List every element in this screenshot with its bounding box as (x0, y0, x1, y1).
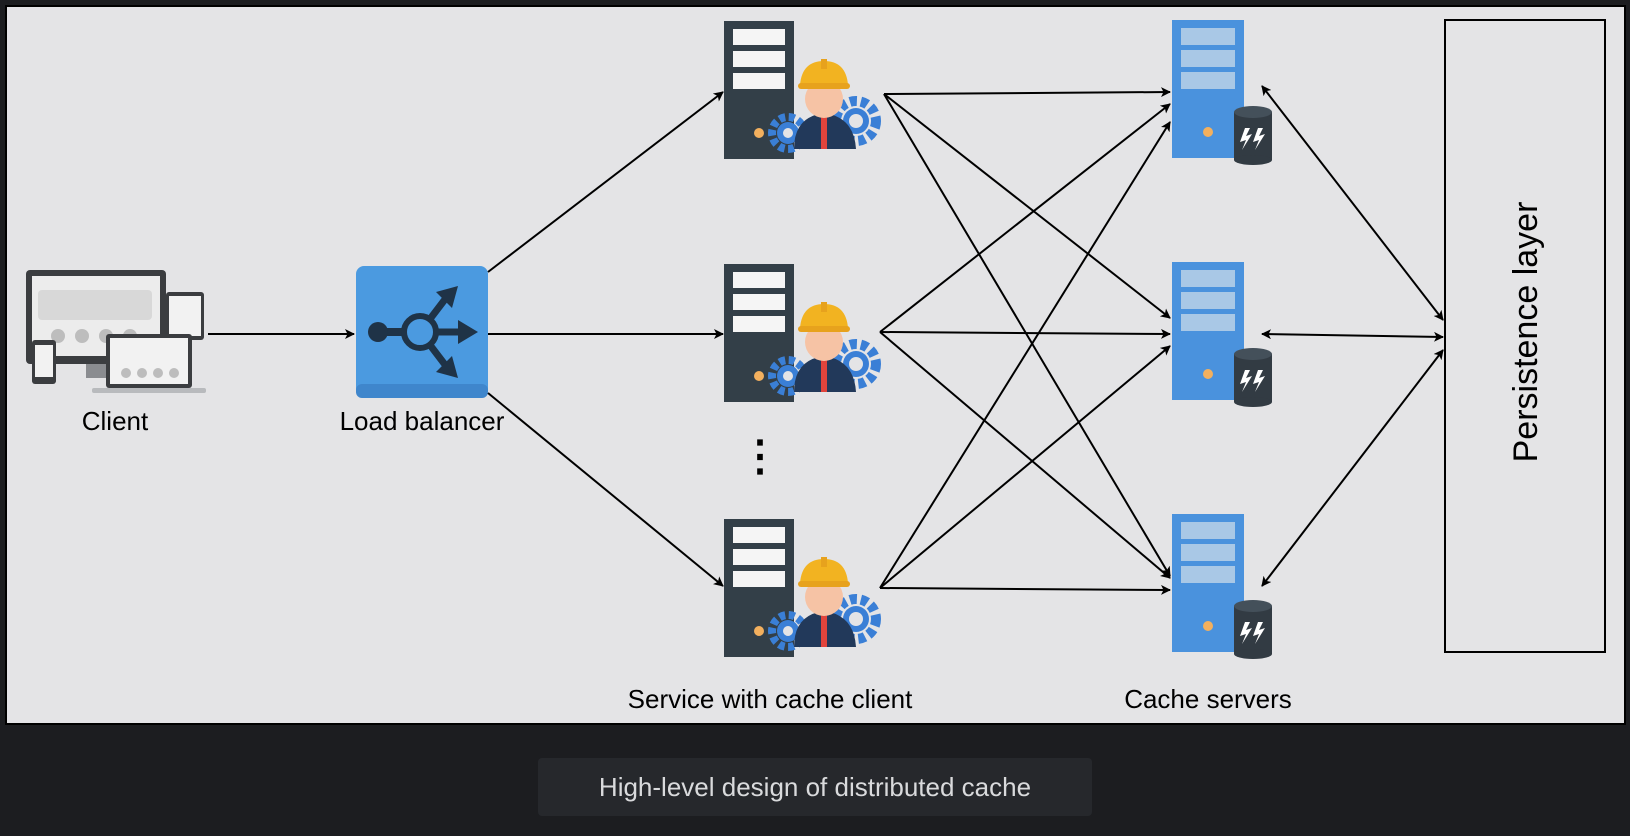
connection-arrows (208, 85, 1444, 595)
persistence-layer-label: Persistence layer (1507, 202, 1545, 463)
service-ellipsis: ⋮ (739, 432, 781, 479)
client-label: Client (82, 406, 149, 436)
client-devices-icon (26, 270, 206, 393)
load-balancer-icon (356, 266, 488, 398)
cache-servers-label: Cache servers (1124, 684, 1292, 714)
services-label: Service with cache client (628, 684, 913, 714)
persistence-layer-box (1444, 19, 1606, 653)
figure-caption: High-level design of distributed cache (538, 758, 1092, 816)
load-balancer-label: Load balancer (340, 406, 505, 436)
